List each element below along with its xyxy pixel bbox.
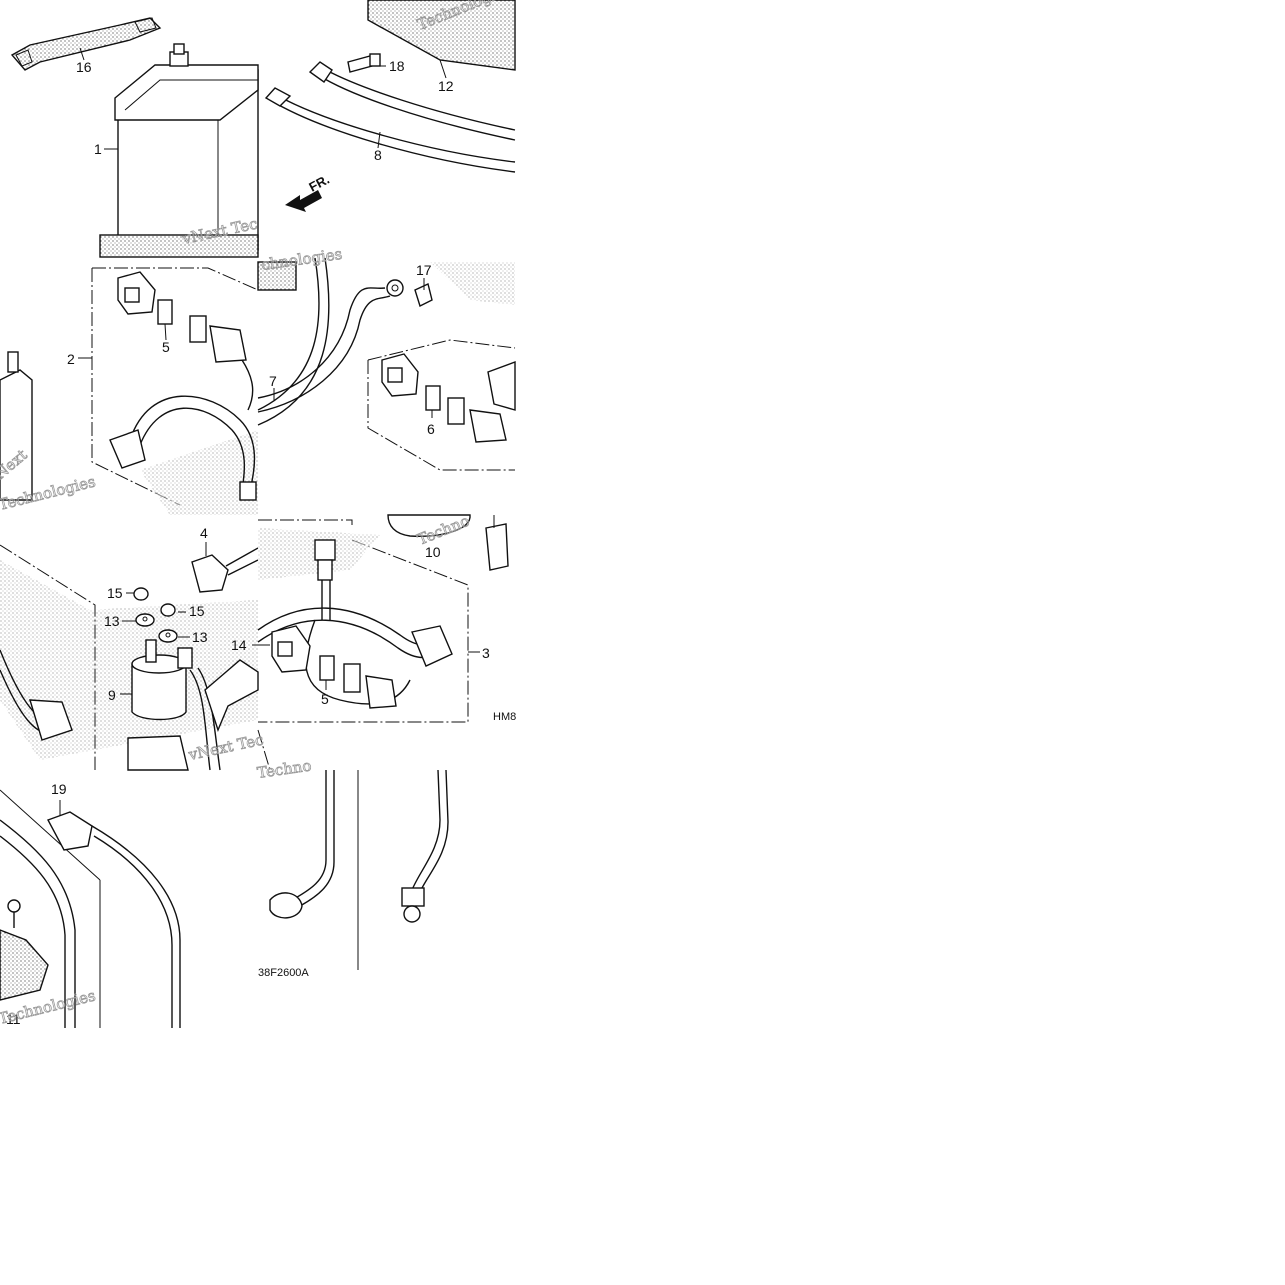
callout-14: 14 [231,637,247,653]
nuts-washers [133,587,178,643]
diagram-code-figure: 38F2600A [258,967,309,979]
relay-9 [131,639,259,771]
callout-13b: 13 [192,629,208,645]
svg-text:chnologies: chnologies [260,245,343,274]
callout-17: 17 [416,262,432,278]
boot-19 [47,811,181,1028]
battery-1 [99,43,259,258]
tile-relay [0,544,271,771]
callout-3: 3 [482,645,490,661]
callout-15a: 15 [107,585,123,601]
box-12 [367,0,516,71]
front-arrow [285,190,322,212]
svg-text:Techno: Techno [256,757,312,782]
callout-10: 10 [425,544,441,560]
callout-19: 19 [51,781,67,797]
screw [7,899,21,928]
leader-lines [59,47,480,816]
callout-9: 9 [108,687,116,703]
callout-18: 18 [389,58,405,74]
tray-11 [0,929,49,1001]
svg-text:vNext Tec: vNext Tec [186,731,265,765]
tile-battery [10,0,516,258]
cable-7 [257,257,404,426]
callout-5a: 5 [162,339,170,355]
connector-5-lower [319,655,397,709]
callout-12: 12 [438,78,454,94]
battery-band-16 [10,17,162,71]
part-10 [387,514,471,538]
callout-8: 8 [374,147,382,163]
callout-5b: 5 [321,691,329,707]
tile-bottom [0,769,449,1028]
callout-2: 2 [67,351,75,367]
boot-4 [191,547,259,593]
callout-7: 7 [269,373,277,389]
diagram-code-hm8: HM8 [493,711,516,723]
connector-5-upper [117,271,247,363]
connector-14 [271,625,311,673]
callout-15b: 15 [189,603,205,619]
callout-1: 1 [94,141,102,157]
callout-6: 6 [427,421,435,437]
callout-11: 11 [6,1011,21,1027]
callout-4: 4 [200,525,208,541]
callout-16: 16 [76,59,92,75]
front-label: FR. [306,172,332,195]
tile-harness [0,257,516,515]
callouts: 1 2 3 4 5 5 6 7 8 9 10 11 12 13 13 14 15… [6,58,490,1027]
connector-6 [381,353,516,443]
cable-8 [264,61,516,173]
callout-13a: 13 [104,613,120,629]
tile-harness-3 [257,514,509,723]
bolt-18 [347,53,381,73]
